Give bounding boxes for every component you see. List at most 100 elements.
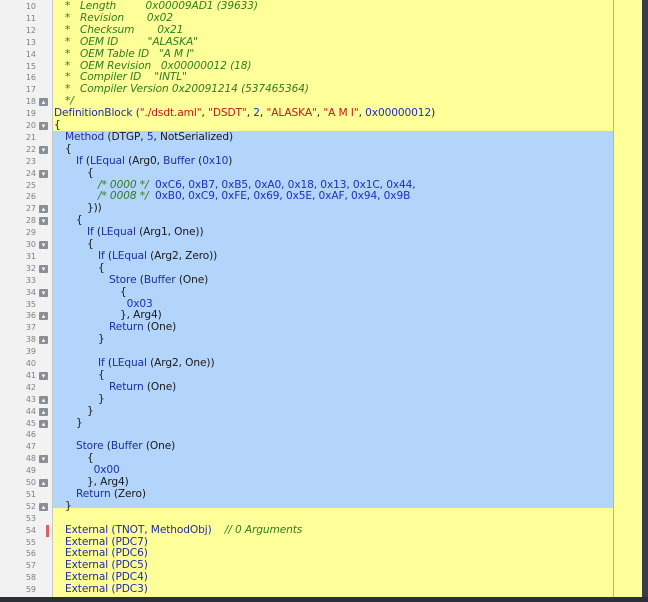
- fold-end-icon[interactable]: [39, 312, 48, 321]
- code-text: }: [87, 405, 94, 418]
- code-token: 0x00: [93, 464, 120, 477]
- fold-collapse-icon[interactable]: [39, 264, 48, 273]
- fold-end-icon[interactable]: [39, 407, 48, 416]
- fold-collapse-icon[interactable]: [39, 169, 48, 178]
- code-line[interactable]: 46: [0, 429, 642, 441]
- fold-collapse-icon[interactable]: [39, 288, 48, 297]
- code-line[interactable]: 15* OEM Revision 0x00000012 (18): [0, 60, 642, 73]
- code-line[interactable]: 16* Compiler ID "INTL": [0, 71, 642, 84]
- fold-collapse-icon[interactable]: [39, 455, 48, 464]
- line-number: 54: [25, 525, 36, 535]
- code-line[interactable]: 17* Compiler Version 0x20091214 (5374653…: [0, 83, 642, 96]
- code-line[interactable]: 18*/: [0, 95, 642, 108]
- code-token: If: [87, 226, 97, 239]
- fold-end-icon[interactable]: [39, 479, 48, 487]
- fold-end-icon[interactable]: [39, 502, 48, 511]
- code-line[interactable]: 34{: [0, 286, 642, 299]
- fold-collapse-icon[interactable]: [39, 145, 48, 154]
- code-line[interactable]: 52}: [0, 500, 642, 513]
- fold-end-icon[interactable]: [39, 205, 48, 214]
- code-token: {: [87, 238, 94, 250]
- code-text: 0x00: [94, 464, 120, 477]
- code-token: (: [85, 154, 90, 167]
- code-token: ): [431, 107, 436, 120]
- code-line[interactable]: 36}, Arg4): [0, 309, 642, 322]
- code-text: /* 0008 */ 0xB0, 0xC9, 0xFE, 0x69, 0x5E,…: [98, 190, 410, 203]
- code-line[interactable]: 41{: [0, 369, 642, 382]
- code-text: * OEM Table ID "A M I": [65, 48, 194, 61]
- code-line[interactable]: 12* Checksum 0x21: [0, 24, 642, 37]
- code-token: (: [198, 154, 203, 167]
- code-token: Store: [109, 273, 140, 286]
- code-line[interactable]: 50}, Arg4): [0, 476, 642, 489]
- code-line[interactable]: 53: [0, 513, 642, 525]
- code-token: External (PDC7): [65, 535, 148, 548]
- fold-collapse-icon[interactable]: [39, 241, 48, 249]
- line-number: 19: [25, 109, 36, 119]
- line-number: 58: [25, 573, 36, 583]
- fold-end-icon[interactable]: [39, 419, 48, 428]
- code-line[interactable]: 10* Length 0x00009AD1 (39633): [0, 0, 642, 13]
- code-line[interactable]: 14* OEM Table ID "A M I": [0, 48, 642, 61]
- code-line[interactable]: 13* OEM ID "ALASKA": [0, 36, 642, 49]
- code-text: }, Arg4): [120, 309, 162, 322]
- code-line[interactable]: 32{: [0, 262, 642, 275]
- code-line[interactable]: 48{: [0, 452, 642, 465]
- line-number: 29: [25, 228, 36, 238]
- code-line[interactable]: 26/* 0008 */ 0xB0, 0xC9, 0xFE, 0x69, 0x5…: [0, 190, 642, 203]
- code-line[interactable]: 25/* 0000 */ 0xC6, 0xB7, 0xB5, 0xA0, 0x1…: [0, 179, 642, 192]
- fold-collapse-icon[interactable]: [39, 371, 48, 380]
- fold-end-icon[interactable]: [39, 336, 48, 345]
- line-number: 27: [25, 204, 36, 214]
- code-line[interactable]: 58 External (PDC4): [0, 571, 642, 584]
- code-text: External (PDC4): [65, 571, 148, 584]
- fold-end-icon[interactable]: [39, 98, 48, 107]
- code-line[interactable]: 27})): [0, 202, 642, 215]
- line-number: 28: [25, 216, 36, 226]
- code-line[interactable]: 24{: [0, 167, 642, 180]
- code-token: (: [106, 440, 111, 453]
- code-token: Method: [65, 130, 108, 143]
- fold-end-icon[interactable]: [39, 395, 48, 404]
- fold-collapse-icon[interactable]: [39, 217, 48, 226]
- code-text: {: [98, 262, 105, 275]
- fold-collapse-icon[interactable]: [39, 122, 48, 130]
- code-line[interactable]: 20{: [0, 119, 642, 132]
- code-token: {: [98, 261, 105, 274]
- code-line[interactable]: 39: [0, 346, 642, 358]
- code-line[interactable]: 11* Revision 0x02: [0, 11, 642, 25]
- code-text: {: [87, 167, 94, 180]
- code-text: If (LEqual (Arg2, One)): [98, 357, 215, 370]
- code-text: * OEM Revision 0x00000012 (18): [65, 60, 252, 73]
- code-line[interactable]: 30{: [0, 238, 642, 251]
- code-token: // 0 Arguments: [224, 523, 303, 536]
- code-line[interactable]: 38}: [0, 333, 642, 346]
- code-line[interactable]: 45}: [0, 417, 642, 430]
- code-line[interactable]: 44}: [0, 405, 642, 418]
- code-token: 5: [146, 130, 154, 143]
- code-line[interactable]: 28{: [0, 214, 642, 227]
- code-line[interactable]: 22{: [0, 143, 642, 156]
- code-token: * Revision 0x02: [65, 11, 173, 24]
- code-token: /* 0008 */: [98, 190, 155, 203]
- code-line[interactable]: 43}: [0, 393, 642, 406]
